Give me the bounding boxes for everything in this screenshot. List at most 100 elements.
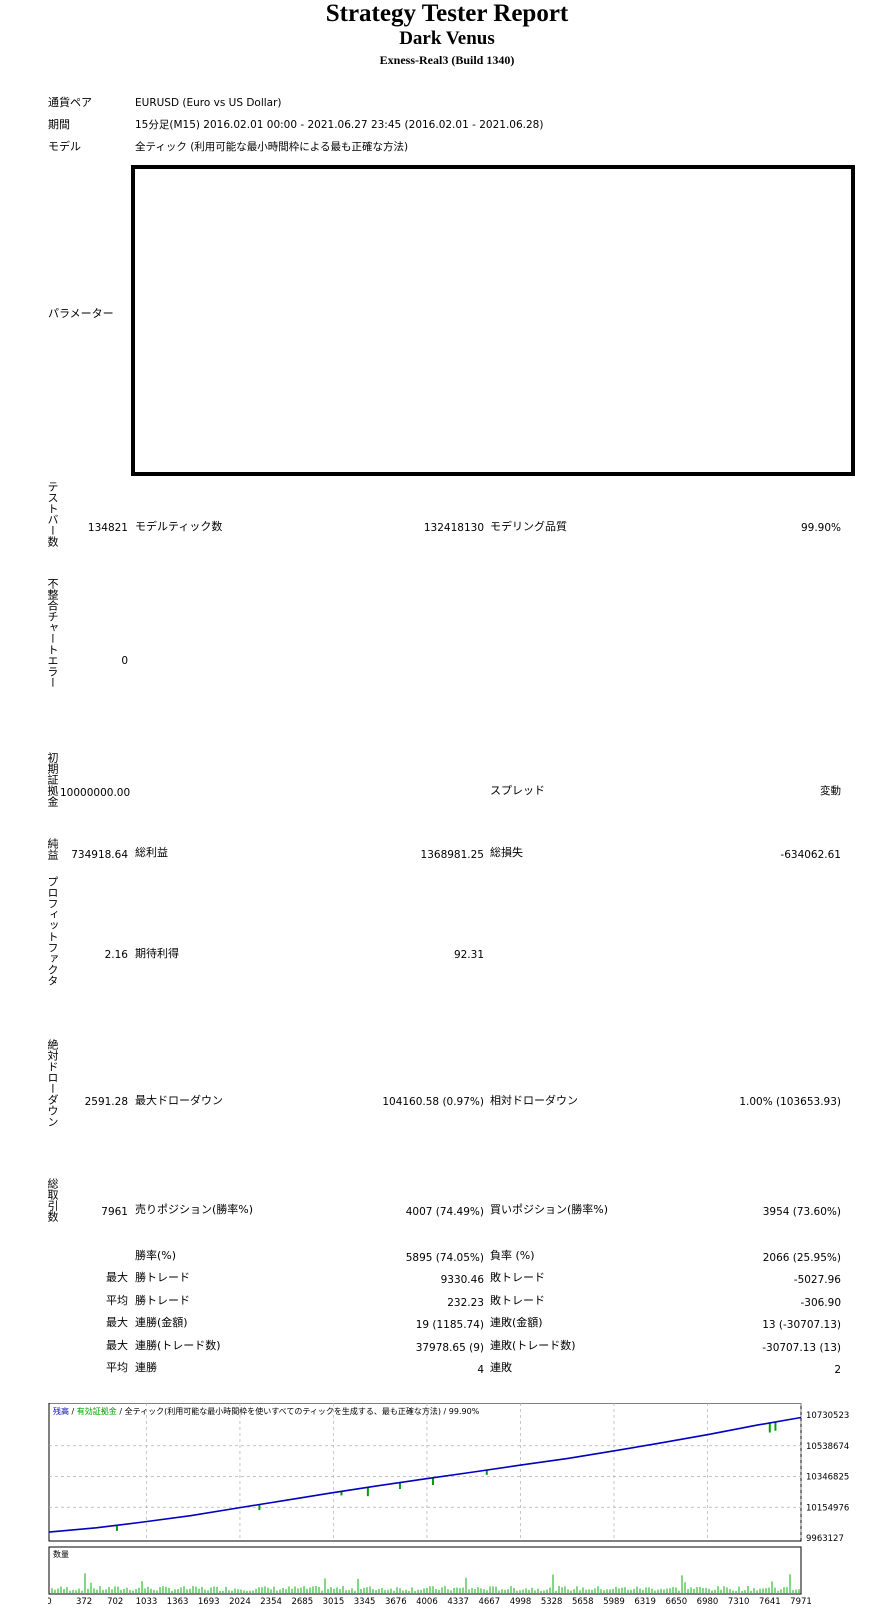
report-title: Strategy Tester Report [325,0,569,27]
long-label: 買いポジション(勝率%) [490,1203,609,1216]
win-pct-value: 5895 (74.05%) [405,1252,484,1264]
x-tick-label: 4337 [447,1597,469,1606]
avg-loss-trade-label: 敗トレード [490,1294,545,1307]
trades-value: 7961 [101,1206,128,1218]
cons-loss-count-value: -30707.13 (13) [762,1342,841,1354]
model-label: モデル [48,140,81,153]
avg-win-trade-value: 232.23 [447,1297,484,1309]
grid-layer [49,1403,802,1541]
legend-equity: 有効証拠金 [77,1406,117,1416]
bars-label: テストバー数 [46,481,59,547]
bars-value: 134821 [87,522,128,534]
net-label: 純益 [46,838,59,860]
deposit-value: 10000000.00 [60,787,131,799]
chart-legend: 残高 / 有効証拠金 / 全ティック(利用可能な最小時間枠を使いすべてのティック… [53,1406,480,1416]
net-value: 734918.64 [71,849,128,861]
volume-label: 数量 [53,1549,69,1559]
rel-dd-value: 1.00% (103653.93) [739,1096,841,1108]
period-value: 15分足(M15) 2016.02.01 00:00 - 2021.06.27 … [135,119,544,131]
symbol-label: 通貨ペア [48,96,92,109]
legend-quality: 99.90% [449,1407,480,1416]
cons-loss-count-label: 連敗(トレード数) [490,1339,576,1352]
x-tick-label: 2024 [229,1597,251,1606]
x-tick-label: 7310 [728,1597,750,1606]
x-tick-label: 6319 [634,1597,656,1606]
x-tick-label: 0 [48,1597,52,1606]
max-loss-trade-value: -5027.96 [793,1274,841,1286]
cons-win-money-label: 連勝(金額) [135,1316,188,1329]
trades-label: 総取引数 [46,1178,59,1222]
x-tick-label: 5658 [572,1597,594,1606]
spread-label: スプレッド [490,784,545,797]
parameters-redacted-box [131,165,855,476]
server-info: Exness-Real3 (Build 1340) [379,53,515,67]
long-value: 3954 (73.60%) [762,1206,841,1218]
ea-name: Dark Venus [399,28,495,49]
balance-line [48,1416,802,1533]
quality-label: モデリング品質 [490,520,567,533]
quality-value: 99.90% [800,522,841,534]
avg-cons-loss-label: 連敗 [490,1361,512,1374]
x-tick-label: 6980 [697,1597,719,1606]
max3-label: 最大 [106,1339,128,1352]
model-value: 全ティック (利用可能な最小時間枠による最も正確な方法) [135,141,409,153]
x-tick-label: 4006 [416,1597,438,1606]
period-label: 期間 [48,118,70,131]
y-tick-label: 9963127 [806,1534,844,1544]
x-tick-label: 7641 [759,1597,781,1606]
cons-win-count-value: 37978.65 (9) [415,1342,484,1354]
max2-label: 最大 [106,1316,128,1329]
x-tick-label: 7971 [790,1597,812,1606]
x-tick-label: 5328 [541,1597,563,1606]
x-tick-label: 5989 [603,1597,625,1606]
volume-layer [51,1573,800,1593]
legend-model: 全ティック(利用可能な最小時間枠を使いすべてのティックを生成する、最も正確な方法… [125,1406,441,1416]
x-tick-label: 2685 [291,1597,313,1606]
x-tick-label: 6650 [666,1597,688,1606]
balance-chart-svg: 107305231053867410346825101549769963127 … [46,1402,849,1607]
cons-loss-money-label: 連敗(金額) [490,1316,543,1329]
gross-loss-label: 総損失 [490,846,523,859]
gross-profit-label: 総利益 [135,846,168,859]
x-tick-label: 4667 [478,1597,500,1606]
x-tick-label: 4998 [510,1597,532,1606]
y-tick-label: 10346825 [806,1473,849,1483]
x-tick-label: 1363 [167,1597,189,1606]
payoff-label: 期待利得 [135,947,179,960]
x-tick-label: 372 [76,1597,92,1606]
max-loss-trade-label: 敗トレード [490,1271,545,1284]
avg-loss-trade-value: -306.90 [800,1297,841,1309]
loss-pct-value: 2066 (25.95%) [762,1252,841,1264]
max-dd-value: 104160.58 (0.97%) [382,1096,484,1108]
max-dd-label: 最大ドローダウン [135,1094,223,1107]
loss-pct-label: 負率 (%) [490,1249,535,1262]
x-tick-label: 702 [107,1597,123,1606]
ticks-label: モデルティック数 [135,520,223,533]
max-win-trade-label: 勝トレード [135,1271,190,1284]
y-tick-label: 10730523 [806,1411,849,1421]
params-label: パラメーター [48,307,114,320]
x-tick-label: 1693 [198,1597,220,1606]
cons-win-money-value: 19 (1185.74) [415,1319,484,1331]
mismatch-value: 0 [121,655,128,667]
payoff-value: 92.31 [453,949,484,961]
x-tick-label: 3015 [323,1597,345,1606]
abs-dd-value: 2591.28 [84,1096,128,1108]
gross-profit-value: 1368981.25 [420,849,484,861]
spread-value: 変動 [820,785,841,797]
mismatch-label: 不整合チャートエラー [46,578,59,688]
short-value: 4007 (74.49%) [405,1206,484,1218]
max-win-trade-value: 9330.46 [440,1274,484,1286]
avg-cons-loss-value: 2 [834,1364,841,1376]
symbol-value: EURUSD (Euro vs US Dollar) [135,97,282,109]
y-tick-label: 10154976 [806,1503,849,1513]
x-tick-label: 3345 [354,1597,376,1606]
short-label: 売りポジション(勝率%) [135,1203,254,1216]
equity-layer [115,1421,777,1531]
max1-label: 最大 [106,1271,128,1284]
avg-cons-win-value: 4 [477,1364,484,1376]
pf-label: プロフィットファクタ [46,876,59,986]
